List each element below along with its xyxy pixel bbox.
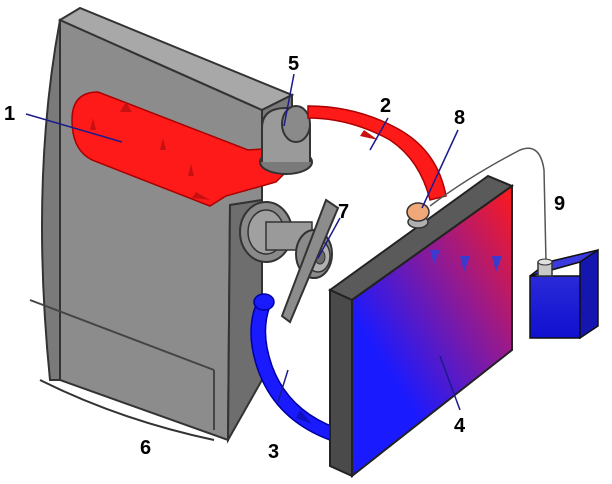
- callout-3: 3: [268, 441, 279, 463]
- callout-4: 4: [454, 415, 466, 437]
- callout-9: 9: [554, 193, 565, 215]
- callout-7: 7: [338, 201, 349, 223]
- upper-hose: [307, 105, 447, 201]
- leader-7: [317, 217, 341, 259]
- thermostat-housing: [259, 105, 313, 175]
- overflow-line: [429, 147, 547, 263]
- lower-hose: [250, 293, 338, 441]
- engine-water-jacket: [71, 91, 291, 207]
- radiator-cap: [406, 202, 430, 229]
- radiator: [328, 174, 515, 479]
- leader-5: [283, 73, 295, 127]
- fan-blade: [280, 198, 340, 324]
- leader-2: [369, 117, 389, 151]
- callout-6: 6: [140, 437, 151, 459]
- flow-arrow-icon: [430, 250, 502, 272]
- leader-8: [421, 129, 459, 209]
- expansion-tank: [529, 248, 599, 340]
- leader-1: [25, 113, 123, 143]
- leader-lines: [25, 73, 461, 411]
- callout-8: 8: [454, 107, 465, 129]
- callout-5: 5: [288, 53, 299, 75]
- flow-arrow-icon: [90, 102, 210, 200]
- callout-1: 1: [4, 103, 15, 125]
- leader-3: [277, 369, 289, 403]
- leader-4: [439, 355, 461, 411]
- callout-2: 2: [380, 95, 391, 117]
